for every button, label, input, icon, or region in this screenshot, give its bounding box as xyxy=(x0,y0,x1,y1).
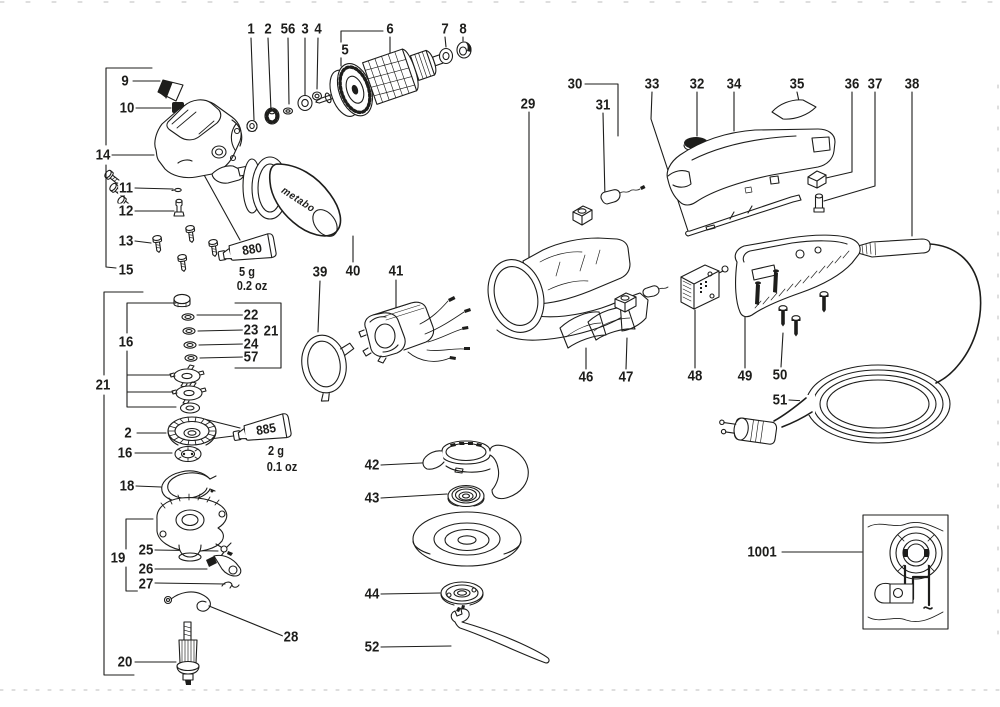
part-48-switch xyxy=(680,264,729,310)
part-27-spring-clip xyxy=(221,581,240,589)
part-34-cover xyxy=(666,128,836,206)
switch-button-assembled xyxy=(614,292,637,313)
part-22-washer xyxy=(181,313,195,321)
grinding-wheel xyxy=(412,511,522,567)
part-23-washer xyxy=(182,327,196,335)
capacitor-assembled xyxy=(642,285,669,298)
part-16-spline-washer xyxy=(174,445,202,463)
lubricant-tube-885 xyxy=(232,413,292,441)
part-37-pin xyxy=(813,193,825,213)
part-36-latch xyxy=(807,170,827,189)
part-49-handle-shell xyxy=(734,234,861,318)
part-46-insulation-sheet xyxy=(559,311,607,349)
part-52-pin-wrench xyxy=(450,605,550,664)
part-21-locknut xyxy=(173,293,191,308)
part-30-switch-button xyxy=(572,205,593,226)
part-20-spindle xyxy=(176,621,200,685)
part-25-contact xyxy=(215,542,233,557)
part-38-power-cord xyxy=(845,238,982,384)
part-3-bearing xyxy=(297,94,313,112)
part-41-field-coil xyxy=(358,296,471,364)
part-1-nut xyxy=(246,119,258,133)
part-7-bearing xyxy=(438,47,454,65)
screw-set-13 xyxy=(151,224,220,273)
part-16-star-washers xyxy=(169,364,207,414)
part-24-washer xyxy=(183,341,197,349)
part-43-support-flange xyxy=(447,484,485,508)
part-33-switch-rod xyxy=(685,194,802,237)
part-57-washer xyxy=(184,354,198,362)
part-19-bearing-flange xyxy=(156,493,228,562)
part-47-insulation-sheet xyxy=(587,307,636,341)
part-31-capacitor xyxy=(600,185,646,205)
part-6-armature xyxy=(315,48,448,117)
part-11-pin xyxy=(171,187,182,193)
part-2-ring-gear xyxy=(167,416,217,446)
part-40-side-handle xyxy=(237,156,342,237)
part-56-washer xyxy=(282,107,294,115)
part-9-dust-guard xyxy=(157,79,184,102)
part-39-air-guide-ring xyxy=(301,334,355,402)
part-28-lead-wire xyxy=(163,591,211,612)
part-5-fan-gear xyxy=(336,63,374,117)
part-26-lever xyxy=(206,554,242,577)
part-12-screw xyxy=(173,198,185,217)
wiring-diagram-inset xyxy=(862,514,949,630)
part-35-label xyxy=(771,99,817,120)
lubricant-tube-880 xyxy=(217,233,277,261)
part-14-gear-housing xyxy=(154,99,244,184)
part-4-washer xyxy=(311,91,323,101)
part-2-pinion xyxy=(264,107,280,125)
part-44-clamping-nut xyxy=(440,581,484,606)
part-42-wheel-guard xyxy=(422,440,529,500)
screw-set-15 xyxy=(102,168,136,213)
part-8-bearing-cap xyxy=(456,41,472,59)
part-51-cord-coil xyxy=(719,364,951,445)
